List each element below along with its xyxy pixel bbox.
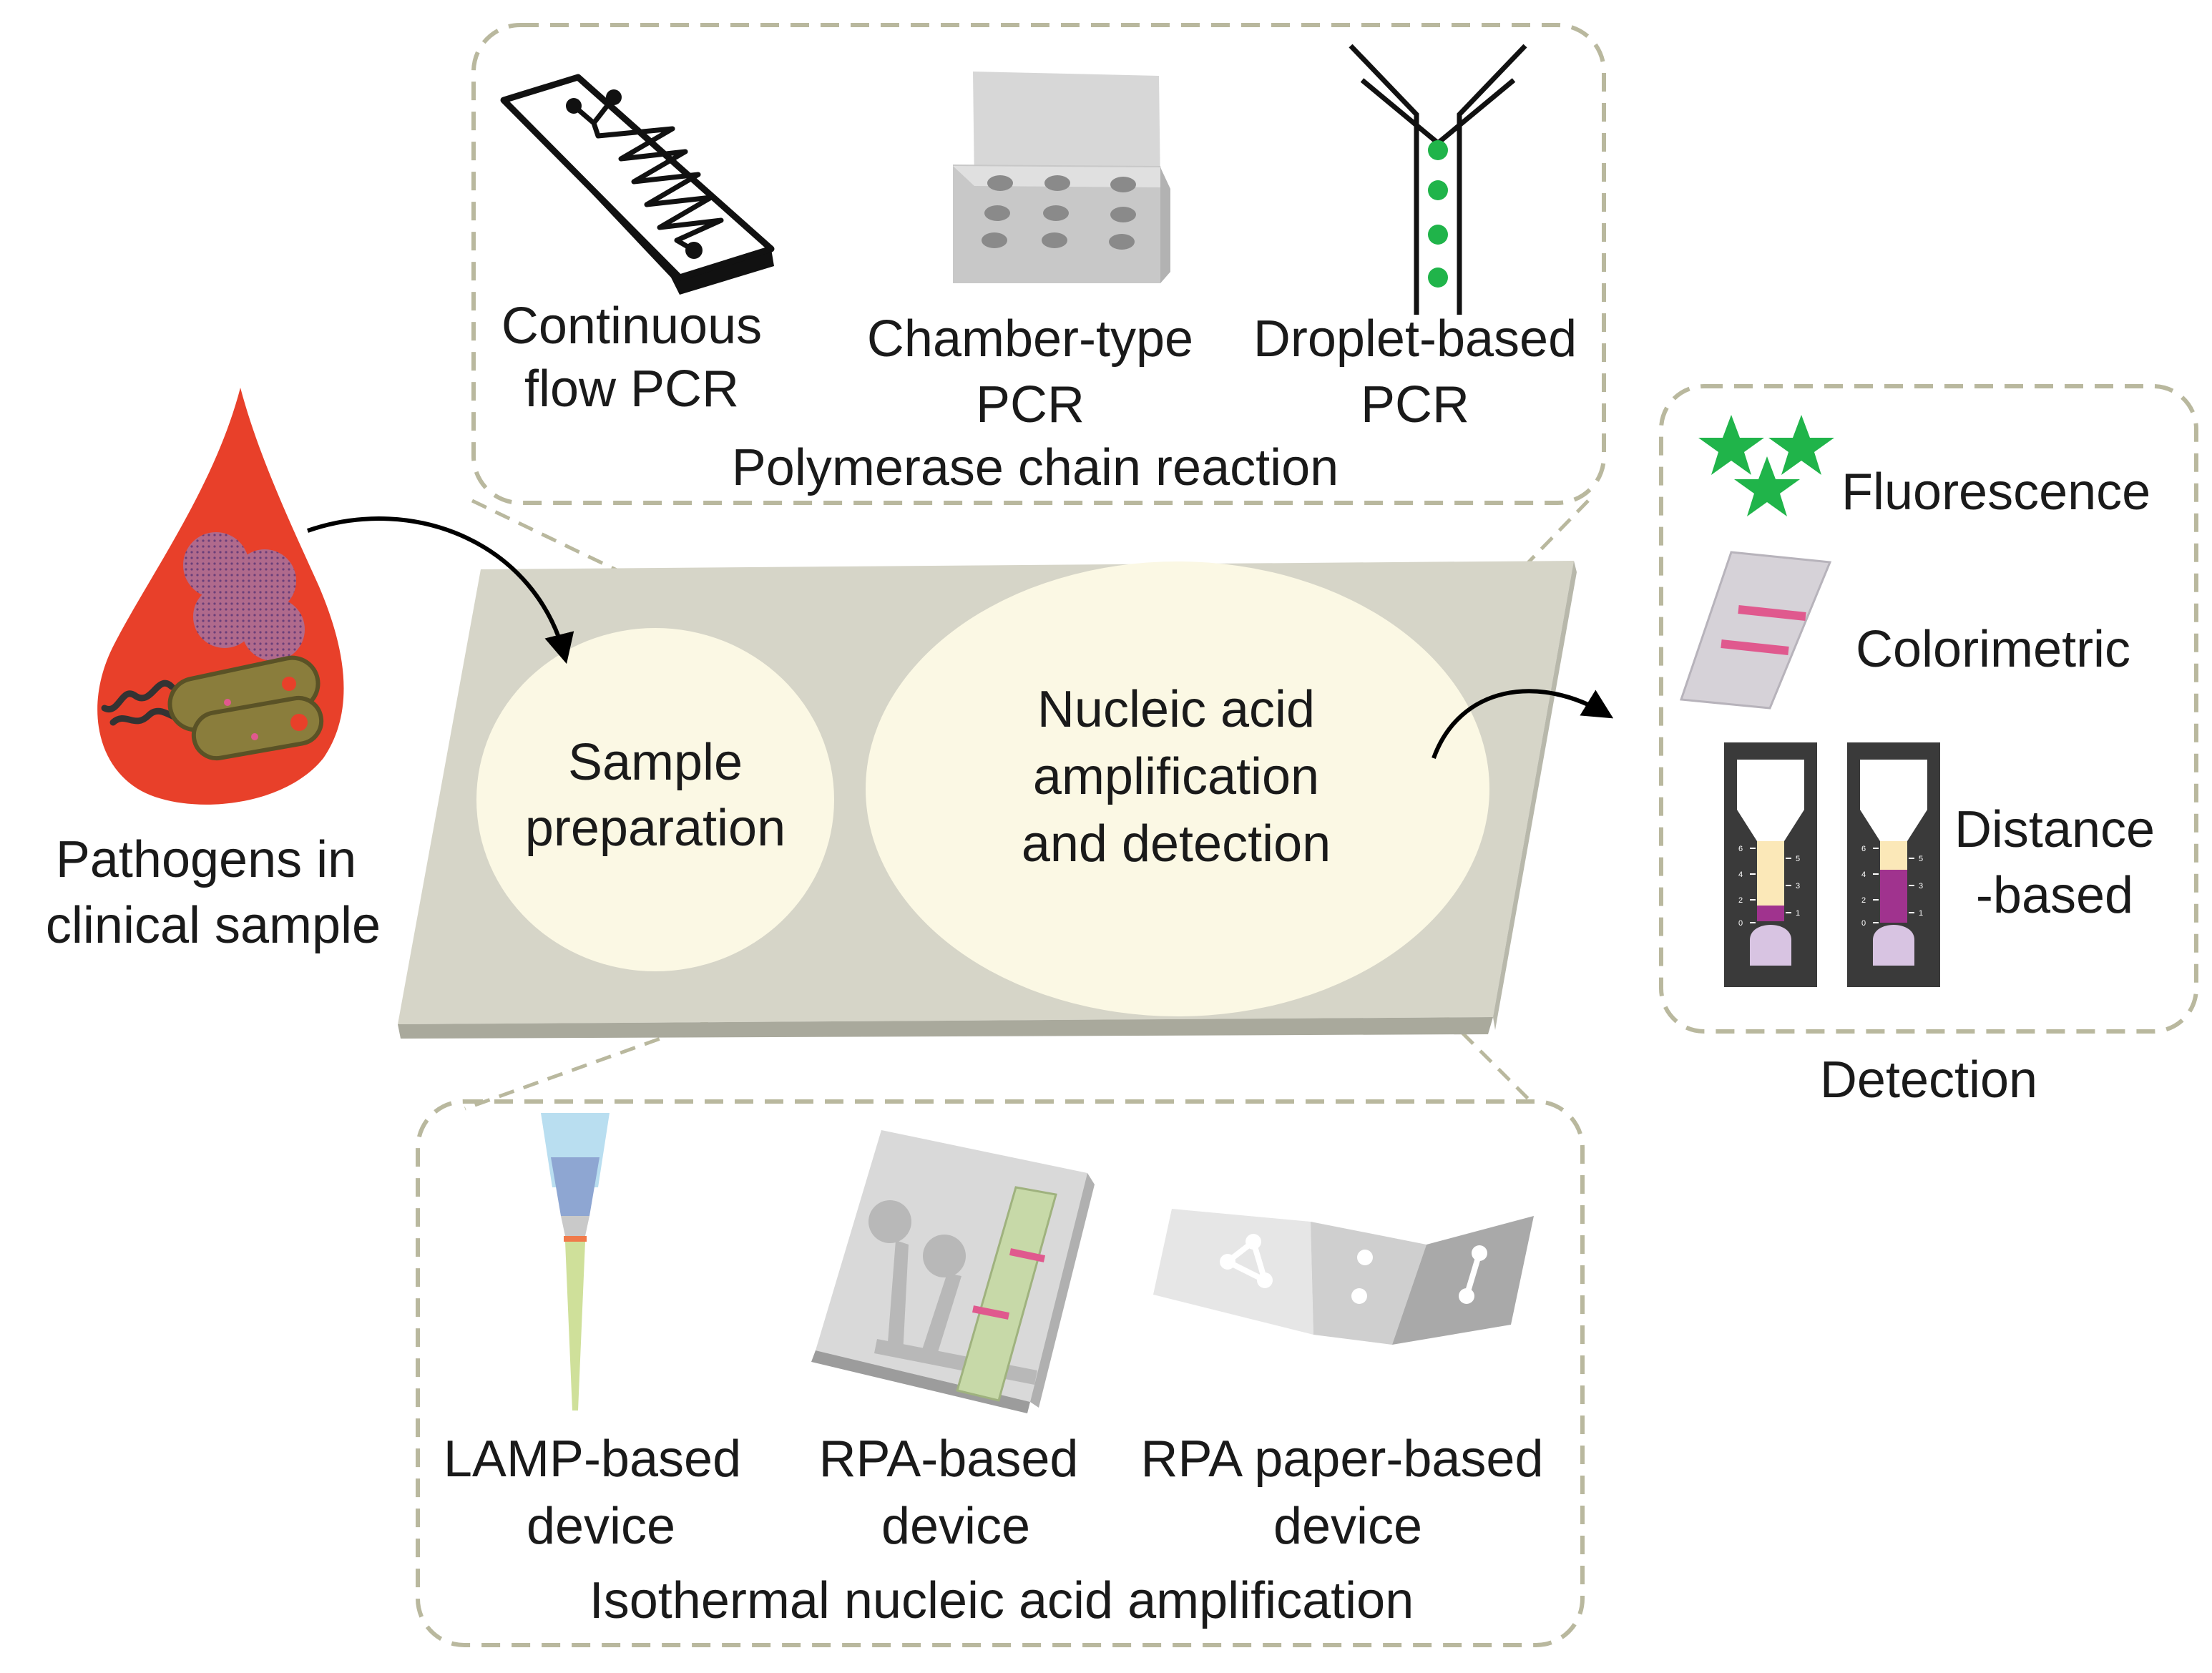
- well-plate-icon: [953, 72, 1170, 283]
- tick-left-0: 0: [1738, 919, 1743, 928]
- detection-title: Detection: [1820, 1051, 2037, 1109]
- tick-right-1: 1: [1796, 909, 1800, 918]
- distance-device-left-icon: 6 4 2 0 5 3 1: [1724, 742, 1817, 987]
- virus-cluster-icon: [183, 532, 305, 661]
- chamber-type-label-1: Chamber-type: [867, 310, 1193, 368]
- tick-left-6: 6: [1738, 845, 1743, 853]
- nucleic-label-3: and detection: [1022, 815, 1331, 873]
- sample-prep-label-1: Sample: [568, 734, 743, 791]
- fluorescence-stars-icon: [1698, 415, 1834, 516]
- colorimetric-label: Colorimetric: [1856, 621, 2130, 678]
- isothermal-panel: LAMP-based device RPA-based device RPA p…: [416, 1099, 1585, 1647]
- lamp-label-1: LAMP-based: [444, 1431, 741, 1488]
- tick-left-2: 2: [1738, 896, 1743, 905]
- rpa-label-2: device: [881, 1498, 1030, 1555]
- tick-right-1-b: 1: [1919, 909, 1923, 918]
- droplet-based-label-2: PCR: [1361, 376, 1469, 433]
- rpa-paper-label-2: device: [1273, 1498, 1422, 1555]
- rpa-label-1: RPA-based: [819, 1431, 1079, 1488]
- rpa-paper-label-1: RPA paper-based: [1140, 1431, 1543, 1488]
- nucleic-label-2: amplification: [1033, 748, 1319, 805]
- fluorescence-label: Fluorescence: [1841, 463, 2150, 521]
- tick-left-6-b: 6: [1861, 845, 1866, 853]
- pcr-title: Polymerase chain reaction: [732, 439, 1339, 496]
- continuous-flow-label-2: flow PCR: [524, 360, 739, 418]
- bacteria-icon: [101, 655, 324, 761]
- sample-prep-zone: [476, 628, 834, 971]
- pipette-tip-icon: [541, 1113, 610, 1410]
- lamp-label-2: device: [527, 1498, 675, 1555]
- serpentine-chip-icon: [500, 74, 775, 295]
- colorimetric-strip-icon: [1679, 551, 1832, 710]
- tick-left-4-b: 4: [1861, 870, 1866, 879]
- arrow-to-sample-prep: [307, 516, 574, 664]
- droplets: [1428, 140, 1448, 288]
- isothermal-panel-border: [416, 1099, 1585, 1647]
- pcr-panel: Continuous flow PCR Chamber-type PCR Dro…: [471, 23, 1606, 505]
- distance-device-right-icon: 6 4 2 0 5 3 1: [1847, 742, 1940, 987]
- tick-left-2-b: 2: [1861, 896, 1866, 905]
- chip-platform: Sample preparation Nucleic acid amplific…: [398, 561, 1577, 1039]
- tick-left-0-b: 0: [1861, 919, 1866, 928]
- chamber-type-label-2: PCR: [976, 376, 1085, 433]
- nucleic-label-1: Nucleic acid: [1037, 681, 1315, 738]
- tick-right-3-b: 3: [1919, 882, 1923, 891]
- isothermal-title: Isothermal nucleic acid amplification: [589, 1572, 1414, 1629]
- pathogens-label-1: Pathogens in: [56, 831, 356, 888]
- pathogens-label-2: clinical sample: [46, 897, 381, 954]
- tick-right-5-b: 5: [1919, 855, 1923, 863]
- tick-right-5: 5: [1796, 855, 1800, 863]
- continuous-flow-label-1: Continuous: [501, 298, 762, 355]
- arrow-to-detection: [1432, 689, 1614, 760]
- distance-label-2: -based: [1976, 867, 2133, 924]
- sample-prep-label-2: preparation: [525, 800, 786, 857]
- detection-panel-border: [1659, 384, 2198, 1034]
- rpa-chip-icon: [811, 1130, 1095, 1413]
- folded-paper-icon: [1153, 1209, 1534, 1345]
- blood-drop-icon: Pathogens in clinical sample: [46, 388, 381, 954]
- distance-label-1: Distance: [1954, 801, 2155, 858]
- tick-right-3: 3: [1796, 882, 1800, 891]
- detection-panel: Fluorescence Colorimetric 6 4 2 0 5 3: [1659, 384, 2198, 1034]
- tick-left-4: 4: [1738, 870, 1743, 879]
- droplet-based-label-1: Droplet-based: [1253, 310, 1577, 368]
- amplification-zone: [866, 561, 1489, 1016]
- pcr-panel-border: [471, 23, 1606, 505]
